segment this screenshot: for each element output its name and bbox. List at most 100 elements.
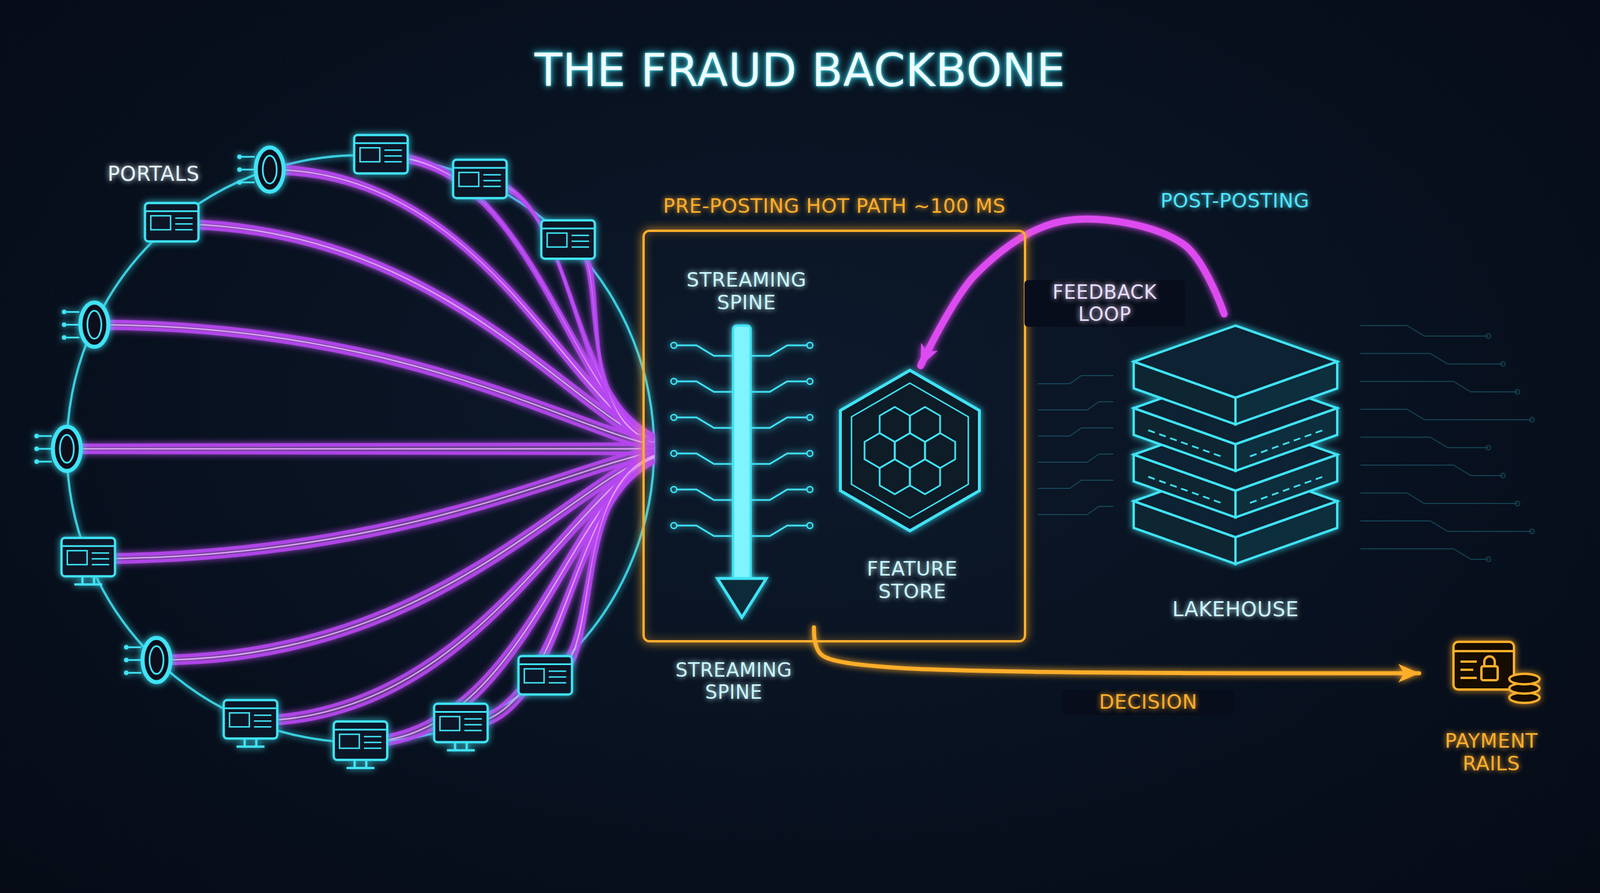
portal-ring: PORTALS xyxy=(66,155,655,743)
edge-label: DECISION xyxy=(1062,689,1235,715)
fiber-strand xyxy=(380,155,655,441)
spine-trace xyxy=(751,525,807,537)
portal-icon xyxy=(354,134,408,174)
portal-lead xyxy=(66,336,80,339)
portal-lead-dot xyxy=(237,167,242,173)
spine-bar xyxy=(733,325,751,582)
portal-icon xyxy=(333,721,388,769)
portal-icon xyxy=(518,655,573,695)
portal-lead-dot xyxy=(34,446,39,452)
portal-gate xyxy=(142,637,171,682)
node-label: PAYMENT RAILS xyxy=(1427,729,1556,775)
portal-lead xyxy=(66,323,80,326)
window-text-line xyxy=(571,240,589,243)
portal-icon xyxy=(61,537,116,585)
window-pane xyxy=(150,215,171,230)
fiber-strand xyxy=(70,452,655,454)
lakehouse-stack xyxy=(1133,325,1338,564)
window-text-line xyxy=(571,234,589,237)
portal-lead xyxy=(128,672,142,674)
portal-window xyxy=(144,202,199,242)
window-text-line xyxy=(175,217,193,220)
payment-rails: PAYMENT RAILS xyxy=(1421,633,1562,782)
slab-dash xyxy=(1148,430,1323,457)
window-text-line xyxy=(363,747,382,750)
window-text-line xyxy=(384,161,402,163)
slab-dash xyxy=(1148,476,1323,503)
honeycomb-cell xyxy=(909,406,941,442)
fiber-strand xyxy=(464,461,655,728)
spine-trace xyxy=(676,417,733,428)
circuit-dot xyxy=(1486,556,1491,562)
feedback-arc xyxy=(920,219,1225,366)
portal-window xyxy=(333,721,388,760)
circuit-dot xyxy=(1515,389,1520,395)
circuit-trace xyxy=(1360,493,1518,504)
lakehouse-slab xyxy=(1133,325,1338,425)
circuit-trace xyxy=(1360,548,1489,560)
portal-icons xyxy=(34,134,595,769)
portal-lead-dot xyxy=(237,180,242,185)
diagram-title: THE FRAUD BACKBONE xyxy=(534,44,1066,98)
spine-trace-dot xyxy=(670,342,677,349)
circuit-trace xyxy=(1037,454,1114,463)
fiber-strand xyxy=(457,452,655,721)
window-text-line xyxy=(91,563,110,566)
window-bar xyxy=(144,210,199,213)
portal-window xyxy=(518,655,573,695)
circuit-dot xyxy=(1529,417,1535,423)
portal-ring-outline xyxy=(66,155,655,743)
portal-lead-dot xyxy=(123,670,129,675)
spine-trace xyxy=(676,453,733,464)
streaming-spine: STREAMING SPINE xyxy=(670,258,823,628)
window-pane xyxy=(339,734,360,749)
circuit-trace xyxy=(1360,437,1489,448)
portal-lead xyxy=(128,646,142,649)
circuit-dot xyxy=(1500,473,1506,478)
window-bar xyxy=(61,545,116,548)
monitor-stand xyxy=(236,738,265,747)
fiber-strand xyxy=(461,456,655,725)
portal-icon xyxy=(434,704,488,751)
hexagon-outer xyxy=(840,370,980,531)
hexagon-inner xyxy=(851,383,969,519)
window-bar xyxy=(518,663,573,666)
window-text-line xyxy=(548,681,567,684)
spine-trace-dot xyxy=(670,414,677,421)
window-pane xyxy=(458,172,479,187)
window-pane xyxy=(524,668,545,683)
portal-lead xyxy=(38,435,52,438)
spine-trace xyxy=(751,489,807,500)
portal-icon xyxy=(541,220,595,259)
portal-lead xyxy=(241,155,255,158)
window-text-line xyxy=(464,723,482,726)
slab-top xyxy=(1133,325,1338,398)
fiber-strand xyxy=(541,451,655,674)
fiber-strand xyxy=(564,237,655,438)
window-pane xyxy=(359,147,380,162)
window-pane xyxy=(547,233,567,248)
spine-trace xyxy=(751,417,807,428)
window-text-line xyxy=(571,246,589,249)
circuit-dot xyxy=(1515,501,1520,506)
portal-window xyxy=(61,537,116,577)
window-pane xyxy=(67,550,88,565)
portal-gate xyxy=(255,147,284,192)
node-label: PRE-POSTING HOT PATH ~100 MS xyxy=(662,194,1006,218)
window-text-line xyxy=(464,718,482,720)
window-text-line xyxy=(254,714,272,717)
window-bar xyxy=(452,166,507,169)
spine-trace-dot xyxy=(670,378,677,385)
fiber-strand xyxy=(483,184,655,446)
portal-lead-dot xyxy=(237,154,242,160)
fiber-strand xyxy=(254,461,655,725)
window-text-line xyxy=(363,736,382,738)
portal-lead xyxy=(241,168,255,171)
spine-arrowhead xyxy=(717,578,767,618)
portal-gate xyxy=(80,302,109,348)
portal-lead-dot xyxy=(34,433,39,439)
fiber-strand xyxy=(545,455,655,678)
fiber-strand xyxy=(97,328,655,450)
